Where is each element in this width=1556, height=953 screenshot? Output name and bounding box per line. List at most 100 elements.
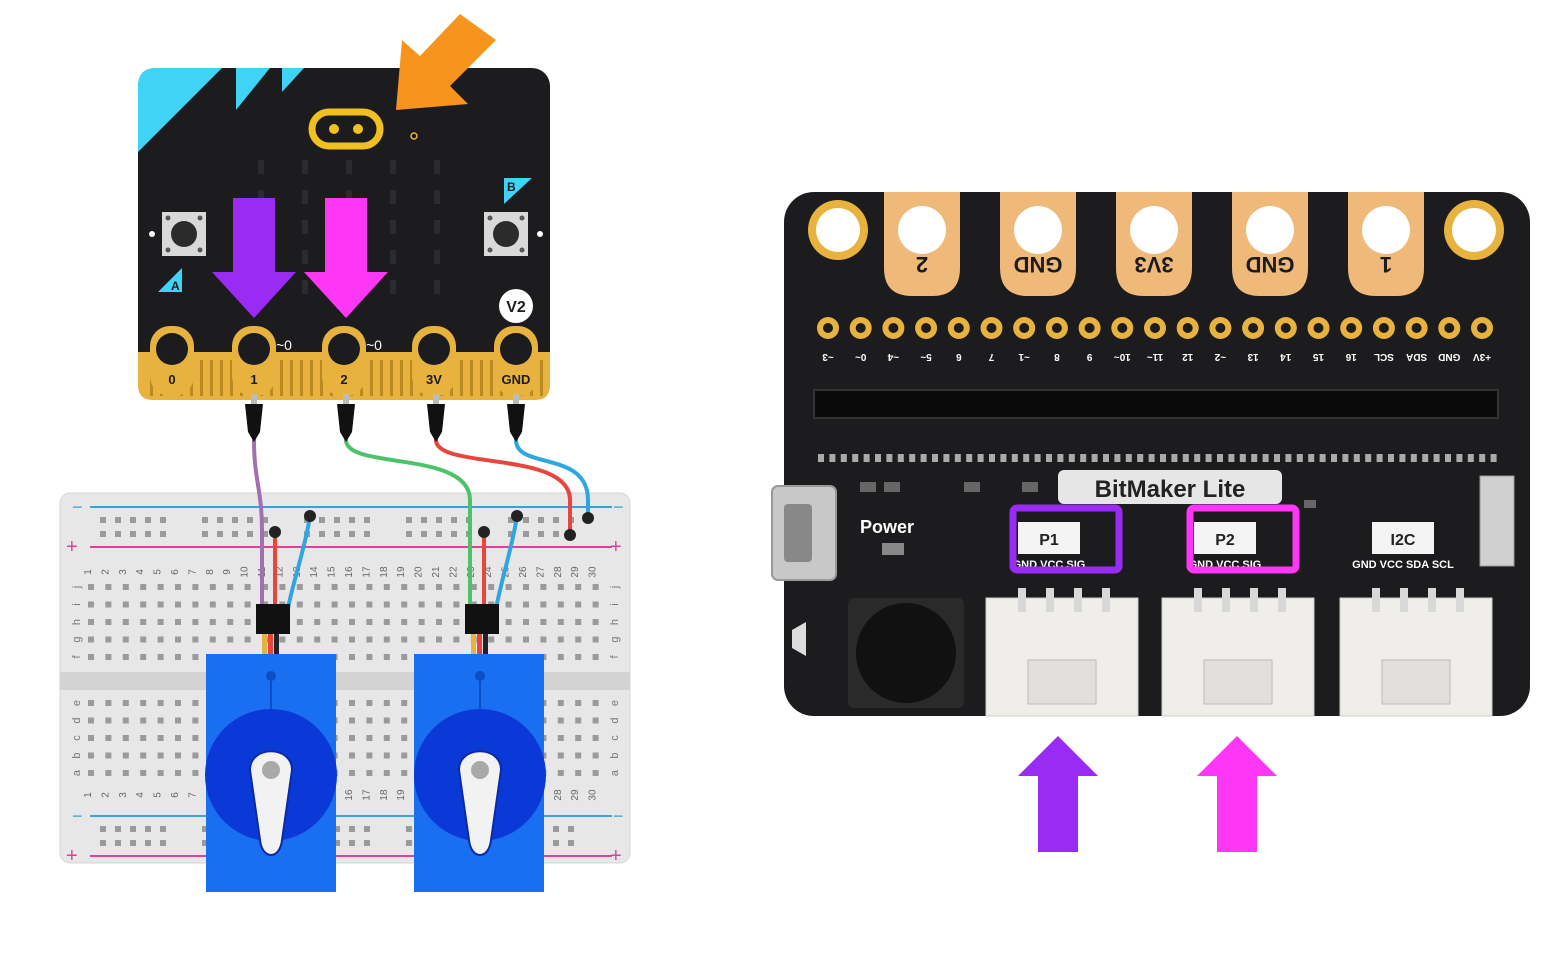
led (302, 160, 308, 174)
column-number: 9 (222, 569, 233, 575)
hole (575, 619, 582, 625)
column-number: 1 (83, 569, 94, 575)
hole (227, 601, 234, 608)
hole (88, 636, 94, 643)
column-number: 27 (535, 566, 546, 578)
hole (349, 752, 355, 759)
hole (140, 717, 147, 724)
hole (105, 636, 112, 643)
hole (105, 735, 112, 741)
gpio-label: 8 (1054, 351, 1060, 362)
gpio-label: 14 (1280, 351, 1292, 362)
hole (488, 584, 495, 590)
row-letter: e (609, 700, 621, 706)
led (434, 160, 440, 174)
rail-plus-label: + (66, 845, 78, 867)
edge-strip (320, 360, 323, 396)
gpio-hole-center (1477, 323, 1487, 333)
big-pin-label: 1 (1380, 252, 1392, 277)
edge-strip (490, 360, 493, 396)
hole (592, 601, 599, 608)
hole (349, 601, 355, 608)
rail-hole (334, 531, 340, 537)
hole (523, 601, 529, 608)
gpio-label: 16 (1345, 351, 1357, 362)
hole (401, 717, 408, 724)
column-number: 16 (344, 566, 355, 578)
slot-contact (1285, 454, 1292, 462)
hole (175, 717, 181, 724)
led (390, 280, 396, 294)
wire-pin1-purple (252, 438, 264, 602)
hole (192, 770, 199, 776)
slot-contact (1171, 454, 1178, 462)
corner-pad-hole (1452, 208, 1496, 252)
clip-body (507, 404, 525, 442)
hole (557, 601, 564, 608)
top-rail-holes (100, 517, 574, 537)
hole (383, 601, 390, 608)
hole (366, 636, 373, 643)
column-number: 30 (588, 566, 599, 578)
hole (575, 654, 582, 660)
hole (88, 601, 94, 608)
hole (383, 735, 390, 741)
rail-hole (160, 517, 166, 523)
hole (401, 752, 408, 759)
hole (227, 619, 234, 625)
hole (383, 584, 390, 590)
hole (349, 584, 355, 590)
hole (122, 735, 129, 741)
hole (157, 619, 164, 625)
hole (105, 619, 112, 625)
hole (383, 770, 390, 776)
servo-motor-1 (205, 604, 337, 892)
pin-pwm-label: ~0 (276, 337, 292, 353)
hole (366, 654, 373, 660)
rail-hole (364, 826, 370, 832)
edge-strip (230, 360, 233, 396)
row-letter: a (609, 769, 621, 776)
gpio-label: 7 (988, 351, 994, 362)
led (390, 250, 396, 264)
rail-hole (247, 531, 253, 537)
rail-hole (406, 826, 412, 832)
hole (505, 619, 512, 625)
hole (192, 619, 199, 625)
hole (592, 752, 599, 759)
edge-strip (310, 360, 313, 396)
slot-contact (1399, 454, 1406, 462)
hole (331, 619, 338, 625)
led (302, 250, 308, 264)
rail-hole (364, 531, 370, 537)
led (390, 190, 396, 204)
gpio-label: ~2 (1214, 351, 1226, 362)
rail-minus-label: − (72, 806, 83, 826)
hole (557, 584, 564, 590)
rail-hole (523, 531, 529, 537)
clip-tip (251, 394, 257, 404)
gpio-hole-center (1117, 323, 1128, 333)
edge-strip (470, 360, 473, 396)
hole (157, 752, 164, 759)
hole (140, 619, 147, 625)
slot-contact (886, 454, 893, 462)
rail-hole (319, 517, 325, 523)
slot-contact (1376, 454, 1383, 462)
slot-contact (1479, 454, 1486, 462)
slot-contact (1422, 454, 1429, 462)
wire-pin2-green (344, 438, 472, 602)
column-number: 22 (448, 566, 459, 578)
hole (175, 654, 181, 660)
led (258, 190, 264, 204)
slot-contact (1160, 454, 1166, 462)
column-number: 26 (518, 566, 529, 578)
rail-hole (406, 840, 412, 846)
hole (383, 700, 390, 706)
rail-plus-label: + (610, 536, 622, 558)
column-number: 3 (118, 792, 129, 798)
hole (383, 636, 390, 643)
slot-contact (1080, 454, 1087, 462)
